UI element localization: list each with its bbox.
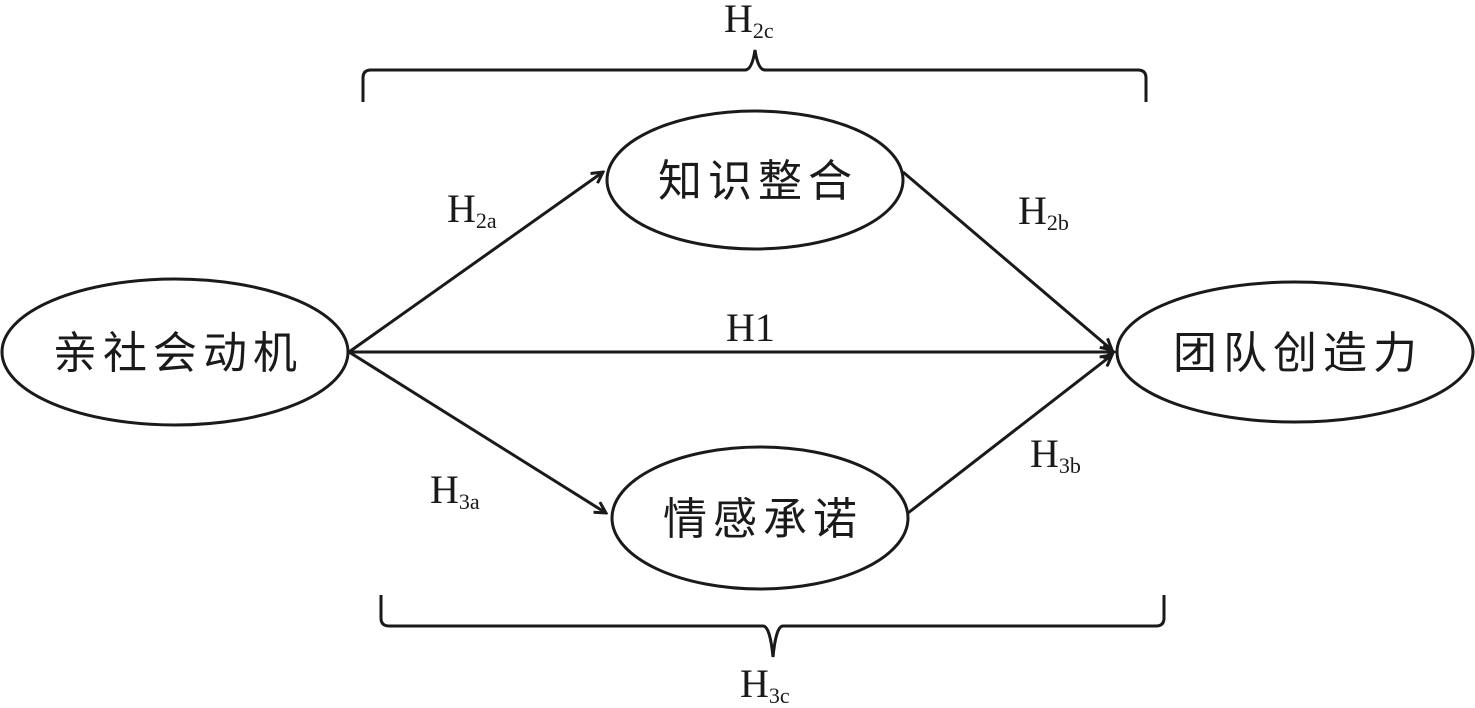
node-knowledge-integration-label: 知识整合	[658, 156, 858, 207]
edge-label-h3b: H3b	[1030, 431, 1081, 478]
edge-label-h3a: H3a	[430, 467, 480, 514]
node-prosocial-motivation: 亲社会动机	[0, 277, 350, 427]
edge-label-h2a: H2a	[447, 186, 497, 233]
brace-top	[361, 49, 1148, 102]
edge-label-h1: H1	[726, 305, 775, 350]
node-prosocial-motivation-label: 亲社会动机	[53, 328, 303, 379]
brace-bottom-label: H3c	[740, 661, 790, 708]
edge-label-h2b: H2b	[1018, 188, 1069, 235]
brace-bottom	[379, 595, 1166, 658]
node-knowledge-integration: 知识整合	[605, 109, 905, 251]
node-team-creativity: 团队创造力	[1115, 280, 1475, 424]
edge-h2a	[348, 172, 603, 354]
edge-h2b	[902, 170, 1112, 350]
edge-h3b	[907, 355, 1112, 515]
node-affective-commitment: 情感承诺	[610, 445, 910, 591]
edge-h3a	[348, 350, 606, 513]
node-team-creativity-label: 团队创造力	[1173, 328, 1423, 379]
brace-top-label: H2c	[724, 0, 774, 43]
node-affective-commitment-label: 情感承诺	[663, 494, 863, 545]
